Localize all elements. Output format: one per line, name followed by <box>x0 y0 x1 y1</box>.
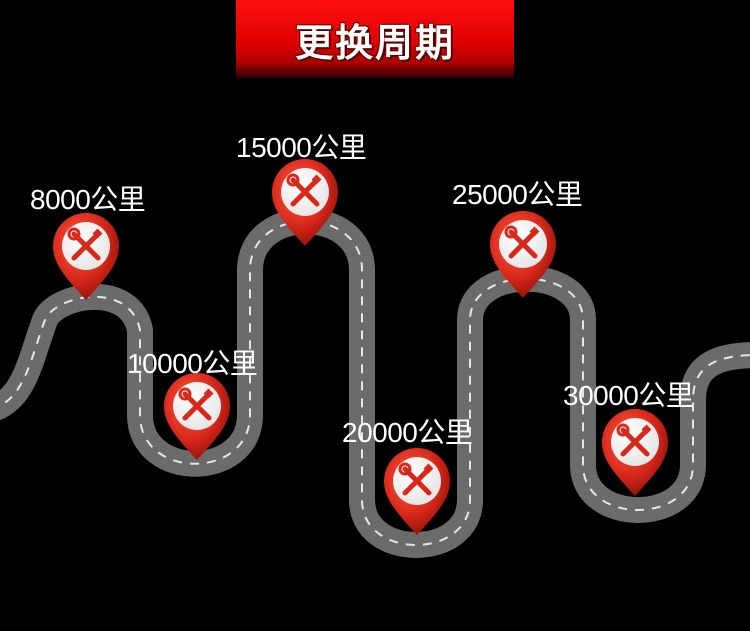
milestone-label-1: 8000公里 <box>30 184 146 215</box>
milestone-pin-6 <box>602 409 668 496</box>
milestone-label-2: 10000公里 <box>127 348 258 379</box>
milestone-label-4: 20000公里 <box>342 417 473 448</box>
page-title: 更换周期 <box>294 20 455 65</box>
milestone-label-3: 15000公里 <box>236 132 367 163</box>
milestone-label-5: 25000公里 <box>452 179 583 210</box>
milestone-pin-4 <box>384 448 450 535</box>
title-banner: 更换周期 <box>236 0 514 78</box>
road-center-line <box>0 220 750 546</box>
milestone-label-6: 30000公里 <box>563 380 694 411</box>
